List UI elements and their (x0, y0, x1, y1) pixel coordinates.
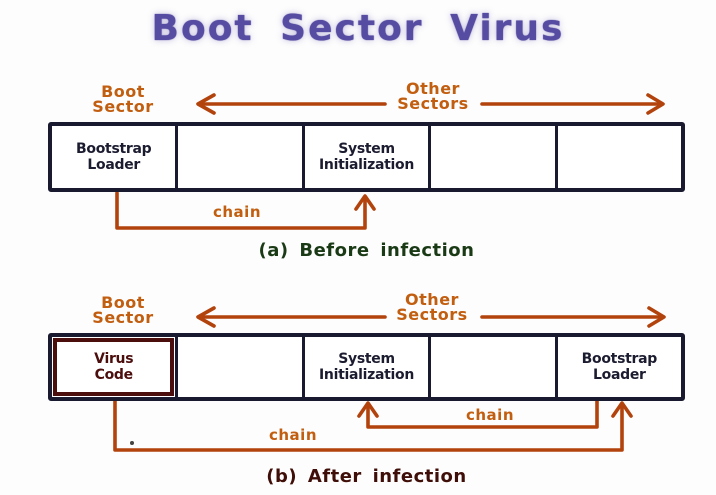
cell-text: Bootstrap (76, 141, 152, 157)
label-line: Sectors (397, 94, 469, 113)
cell-text: Bootstrap (581, 351, 658, 367)
cell-empty-after-2 (431, 337, 558, 397)
caption-before-infection: (a) Before infection (258, 240, 475, 261)
chain-label-before: chain (212, 203, 261, 221)
chain-label-after-long: chain (268, 426, 317, 444)
cell-text: Loader (593, 367, 646, 383)
right-arrowhead-icon (646, 93, 665, 115)
cell-virus-code: Virus Code (52, 337, 179, 397)
label-line: Sectors (396, 305, 468, 324)
chain-path (113, 399, 624, 452)
up-arrowhead-icon (354, 194, 376, 211)
chain-arrow-after-long (113, 399, 633, 452)
right-arrowhead-icon (647, 306, 666, 328)
other-sectors-arrow-after (196, 306, 666, 328)
label-line: Other (406, 79, 460, 98)
cell-text: System (338, 141, 395, 157)
cell-system-initialization-before: System Initialization (305, 126, 432, 188)
left-arrowhead-icon (196, 306, 216, 328)
page-title: Boot Sector Virus (151, 8, 565, 49)
cell-text: Code (94, 367, 134, 383)
caption-after-infection: (b) After infection (266, 466, 467, 487)
cell-empty-before-3 (558, 126, 681, 188)
cell-text: Initialization (319, 157, 414, 173)
label-line: Other (405, 290, 459, 309)
chain-label-after-short: chain (465, 406, 514, 424)
cell-bootstrap-loader-before: Bootstrap Loader (52, 126, 179, 188)
cell-text: Initialization (319, 367, 414, 383)
stray-dot (130, 441, 134, 445)
up-arrowhead-icon (357, 401, 379, 418)
chain-arrow-before (115, 191, 376, 230)
cell-bootstrap-loader-after: Bootstrap Loader (558, 337, 681, 397)
cell-text: System (338, 351, 395, 367)
disk-sectors-table-before: Bootstrap Loader System Initialization (48, 122, 685, 192)
disk-sectors-table-after: Virus Code System Initialization Bootstr… (48, 333, 685, 401)
cell-text: Loader (87, 157, 140, 173)
other-sectors-label-before: Other Sectors (385, 79, 481, 113)
other-sectors-arrow-before (196, 93, 665, 115)
label-line: Sector (92, 97, 154, 116)
chain-arrow-after-short (357, 399, 599, 429)
label-line: Boot (101, 293, 145, 312)
boot-sector-label-after: Boot Sector (78, 293, 168, 327)
virus-code-highlight-frame: Virus Code (53, 338, 175, 396)
boot-sector-label-before: Boot Sector (78, 82, 168, 116)
cell-empty-after-1 (178, 337, 305, 397)
label-line: Boot (101, 82, 145, 101)
cell-system-initialization-after: System Initialization (305, 337, 432, 397)
cell-empty-before-1 (178, 126, 305, 188)
chain-path (366, 399, 599, 429)
chain-path (115, 191, 367, 230)
left-arrowhead-icon (196, 93, 216, 115)
other-sectors-label-after: Other Sectors (384, 290, 480, 324)
cell-empty-before-2 (431, 126, 558, 188)
up-arrowhead-icon (611, 401, 633, 418)
label-line: Sector (92, 308, 154, 327)
cell-text: Virus (94, 351, 134, 367)
